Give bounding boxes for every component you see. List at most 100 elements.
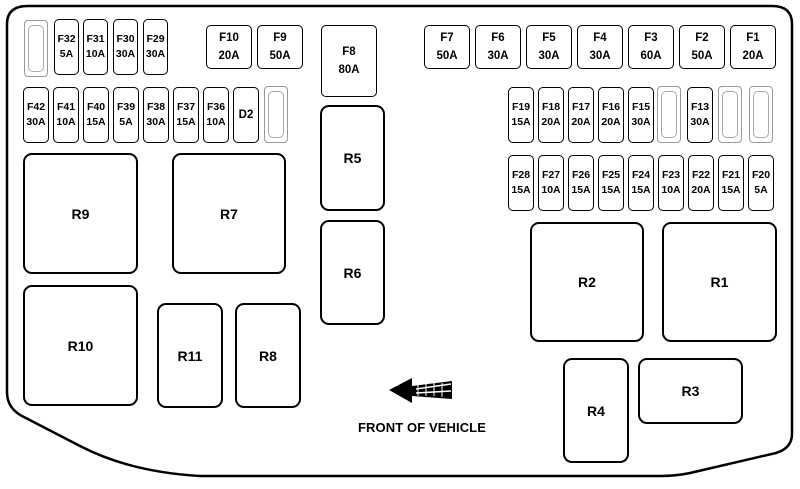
fuse: F19 15A xyxy=(508,87,534,143)
fuse: F5 30A xyxy=(526,25,572,69)
fuse: F6 30A xyxy=(475,25,521,69)
fuse-rating: 20A xyxy=(571,116,591,128)
relay: R6 xyxy=(320,220,385,325)
front-arrow-icon xyxy=(389,378,452,403)
fuse-rating: 20A xyxy=(601,116,621,128)
fuse-rating: 5A xyxy=(754,184,768,196)
fuse-rating: 5A xyxy=(119,116,133,128)
fuse: F39 5A xyxy=(113,87,139,143)
fuse-rating: 30A xyxy=(487,50,509,62)
fuse-rating: 15A xyxy=(571,184,591,196)
fuse: F18 20A xyxy=(538,87,564,143)
fuse: F17 20A xyxy=(568,87,594,143)
fuse: F1 20A xyxy=(730,25,776,69)
fuse-rating: 15A xyxy=(511,184,531,196)
fuse-rating: 15A xyxy=(631,184,651,196)
fuse-id: F13 xyxy=(690,101,710,113)
fuse-id: F1 xyxy=(746,32,760,44)
fuse: F8 80A xyxy=(321,25,377,97)
fuse-id: F23 xyxy=(661,169,681,181)
fuse-id: F28 xyxy=(511,169,531,181)
spare-fuse-slot xyxy=(718,86,742,143)
fuse: F41 10A xyxy=(53,87,79,143)
fuse: F9 50A xyxy=(257,25,303,69)
fuse-id: F2 xyxy=(695,32,709,44)
fuse-id: F39 xyxy=(116,101,136,113)
fuse: F25 15A xyxy=(598,155,624,211)
fuse-rating: 20A xyxy=(742,50,764,62)
fuse-rating: 15A xyxy=(721,184,741,196)
front-of-vehicle-label: FRONT OF VEHICLE xyxy=(358,420,486,435)
fuse: F21 15A xyxy=(718,155,744,211)
fuse-id: F40 xyxy=(86,101,106,113)
diode-id: D2 xyxy=(238,109,254,121)
fuse-id: F29 xyxy=(146,33,165,45)
spare-fuse-slot xyxy=(264,86,288,143)
fuse-rating: 10A xyxy=(541,184,561,196)
relay-id: R5 xyxy=(343,150,362,166)
fuse: F16 20A xyxy=(598,87,624,143)
fuse-rating: 50A xyxy=(269,50,291,62)
fuse-rating: 30A xyxy=(26,116,46,128)
relay-id: R3 xyxy=(681,383,700,399)
fuse: F32 5A xyxy=(54,19,79,75)
fuse-rating: 15A xyxy=(511,116,531,128)
relay-id: R7 xyxy=(220,205,238,222)
relay-id: R6 xyxy=(343,264,362,281)
fuse: F3 60A xyxy=(628,25,674,69)
fuse-rating: 30A xyxy=(145,48,166,60)
fuse-rating: 60A xyxy=(640,50,662,62)
spare-fuse-slot xyxy=(749,86,773,143)
relay: R10 xyxy=(23,285,138,406)
fuse-rating: 30A xyxy=(538,50,560,62)
fuse-id: F20 xyxy=(751,169,771,181)
fuse-id: F36 xyxy=(206,101,226,113)
fuse: F13 30A xyxy=(687,87,713,143)
fuse-id: F27 xyxy=(541,169,561,181)
fuse-rating: 30A xyxy=(631,116,651,128)
fuse-rating: 80A xyxy=(338,64,360,76)
fuse: F30 30A xyxy=(113,19,138,75)
fuse-id: F10 xyxy=(219,32,239,44)
fuse-id: F37 xyxy=(176,101,196,113)
relay-id: R4 xyxy=(587,402,605,419)
fuse: F26 15A xyxy=(568,155,594,211)
fuse-id: F32 xyxy=(57,33,76,45)
relay: R3 xyxy=(638,358,743,424)
fuse-id: F17 xyxy=(571,101,591,113)
fuse-id: F19 xyxy=(511,101,531,113)
fuse: F29 30A xyxy=(143,19,168,75)
fuse-id: F24 xyxy=(631,169,651,181)
relay-id: R11 xyxy=(177,347,203,364)
relay: R2 xyxy=(530,222,644,342)
fuse-rating: 30A xyxy=(690,116,710,128)
fuse-id: F22 xyxy=(691,169,711,181)
relay: R1 xyxy=(662,222,777,342)
fuse-id: F8 xyxy=(342,46,356,58)
fuse: F7 50A xyxy=(424,25,470,69)
fuse-id: F3 xyxy=(644,32,658,44)
fuse-rating: 20A xyxy=(691,184,711,196)
fuse-rating: 30A xyxy=(115,48,136,60)
fuse-id: F6 xyxy=(491,32,505,44)
fuse: F15 30A xyxy=(628,87,654,143)
fuse-rating: 50A xyxy=(691,50,713,62)
fuse: F24 15A xyxy=(628,155,654,211)
fuse-id: F16 xyxy=(601,101,621,113)
relay-id: R2 xyxy=(578,274,596,290)
fuse: F31 10A xyxy=(83,19,108,75)
relay-id: R8 xyxy=(259,347,277,364)
relay: R5 xyxy=(320,105,385,211)
fuse-id: F9 xyxy=(273,32,287,44)
relay-id: R1 xyxy=(710,274,729,290)
fuse-rating: 15A xyxy=(86,116,106,128)
fuse: F28 15A xyxy=(508,155,534,211)
fuse-id: F4 xyxy=(593,32,607,44)
fuse-rating: 15A xyxy=(176,116,196,128)
fuse-rating: 50A xyxy=(436,50,458,62)
fuse-id: F31 xyxy=(86,33,105,45)
diode: D2 xyxy=(233,87,259,143)
fuse-id: F25 xyxy=(601,169,621,181)
fuse-id: F18 xyxy=(541,101,561,113)
